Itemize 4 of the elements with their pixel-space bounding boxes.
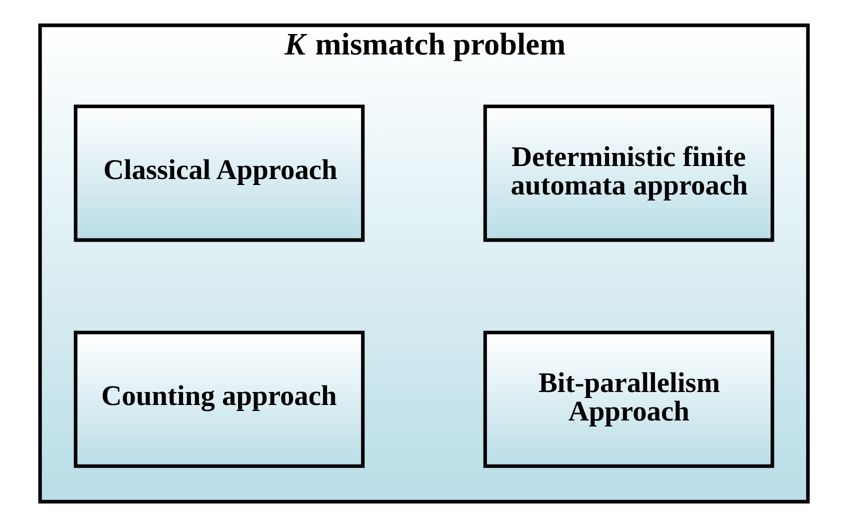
node-box: Deterministic finite automata approach xyxy=(482,104,774,242)
node-box: Classical Approach xyxy=(73,104,364,242)
node-box: Counting approach xyxy=(73,330,364,468)
node-box: Bit-parallelism Approach xyxy=(482,330,774,468)
